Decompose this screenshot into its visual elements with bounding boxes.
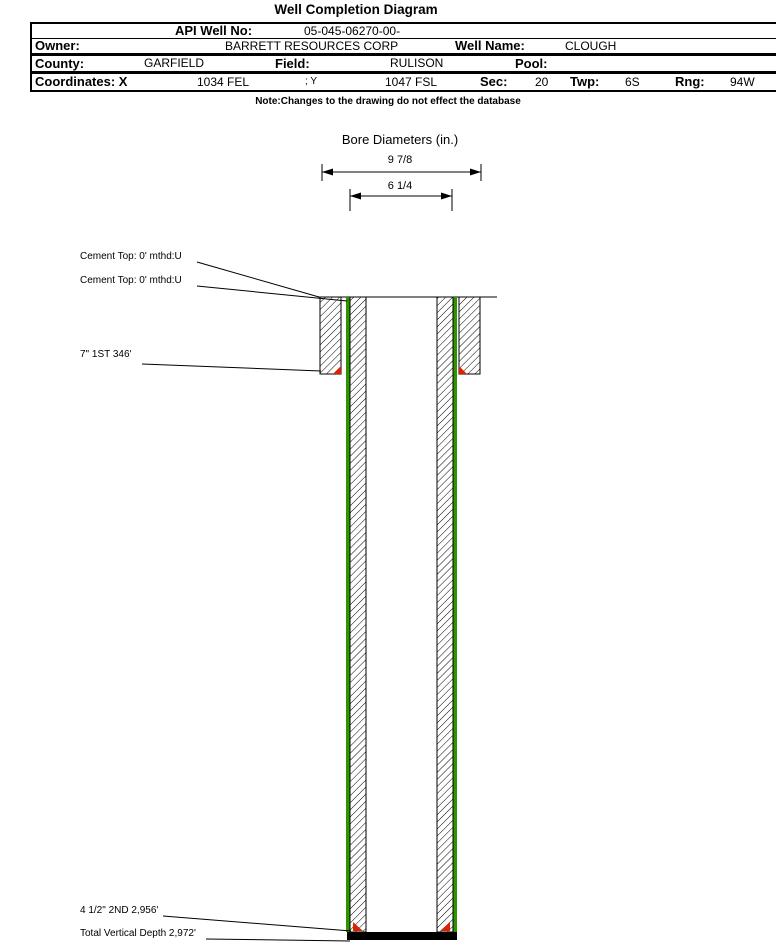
surface-casing-label: 7" 1ST 346' xyxy=(80,349,132,360)
leader-cement-top-2 xyxy=(196,285,348,302)
field-value: RULISON xyxy=(390,56,444,70)
sec-value: 20 xyxy=(535,75,549,89)
leader-production-casing xyxy=(162,915,352,932)
inner-bore-dim-label: 6 1/4 xyxy=(387,180,413,192)
coordinates-label: Coordinates: X xyxy=(35,74,128,89)
arrow-left-icon xyxy=(350,192,361,200)
arrow-left-icon xyxy=(322,168,333,176)
inner-bore-dimension xyxy=(349,189,453,211)
rng-value: 94W xyxy=(730,75,755,89)
total-depth-label: Total Vertical Depth 2,972' xyxy=(80,928,196,939)
bore-diameters-title: Bore Diameters (in.) xyxy=(341,132,459,147)
well-header-table: API Well No: 05-045-06270-00- Owner: BAR… xyxy=(30,22,776,92)
pool-label: Pool: xyxy=(515,56,548,71)
production-casing-right-wall xyxy=(436,296,454,933)
well-name-label: Well Name: xyxy=(455,38,525,53)
arrow-right-icon xyxy=(470,168,481,176)
owner-row: Owner: BARRETT RESOURCES CORP Well Name:… xyxy=(32,38,776,54)
note-text: Note:Changes to the drawing do not effec… xyxy=(255,96,521,107)
leader-cement-top-1 xyxy=(196,261,320,298)
county-row: County: GARFIELD Field: RULISON Pool: xyxy=(32,53,776,71)
twp-value: 6S xyxy=(625,75,640,89)
production-casing-label: 4 1/2" 2ND 2,956' xyxy=(80,905,159,916)
twp-label: Twp: xyxy=(570,74,600,89)
total-depth-bar xyxy=(347,932,457,940)
well-name-value: CLOUGH xyxy=(565,39,617,53)
surface-shoe-marker-right xyxy=(459,366,467,374)
arrow-right-icon xyxy=(441,192,452,200)
outer-bore-dim-label: 9 7/8 xyxy=(387,154,413,166)
surface-shoe-marker-left xyxy=(333,366,341,374)
owner-value: BARRETT RESOURCES CORP xyxy=(225,39,399,53)
cement-top-label-1: Cement Top: 0' mthd:U xyxy=(80,251,182,262)
api-label: API Well No: xyxy=(175,23,253,38)
cement-column-left xyxy=(346,297,350,932)
surface-casing-right-wall xyxy=(458,296,481,375)
cement-top-label-2: Cement Top: 0' mthd:U xyxy=(80,275,182,286)
page-title: Well Completion Diagram xyxy=(274,2,438,17)
leader-total-depth xyxy=(205,938,351,942)
api-row: API Well No: 05-045-06270-00- xyxy=(32,24,776,39)
rng-label: Rng: xyxy=(675,74,705,89)
api-value: 05-045-06270-00- xyxy=(304,24,401,38)
county-value: GARFIELD xyxy=(144,56,205,70)
surface-casing-left-wall xyxy=(319,296,342,375)
owner-label: Owner: xyxy=(35,38,80,53)
coordinates-x-value: 1034 FEL xyxy=(197,75,250,89)
field-label: Field: xyxy=(275,56,310,71)
county-label: County: xyxy=(35,56,85,71)
sec-label: Sec: xyxy=(480,74,508,89)
leader-surface-casing xyxy=(141,363,322,372)
production-shoe-marker-right xyxy=(440,922,450,931)
coordinates-row: Coordinates: X 1034 FEL ; Y 1047 FSL Sec… xyxy=(32,71,776,90)
cement-column-right xyxy=(453,297,457,932)
production-shoe-marker-left xyxy=(353,922,363,931)
production-casing-left-wall xyxy=(349,296,367,933)
coordinates-y-value: 1047 FSL xyxy=(385,75,438,89)
outer-bore-dimension xyxy=(321,164,482,181)
coordinates-y-label: ; Y xyxy=(305,76,318,87)
